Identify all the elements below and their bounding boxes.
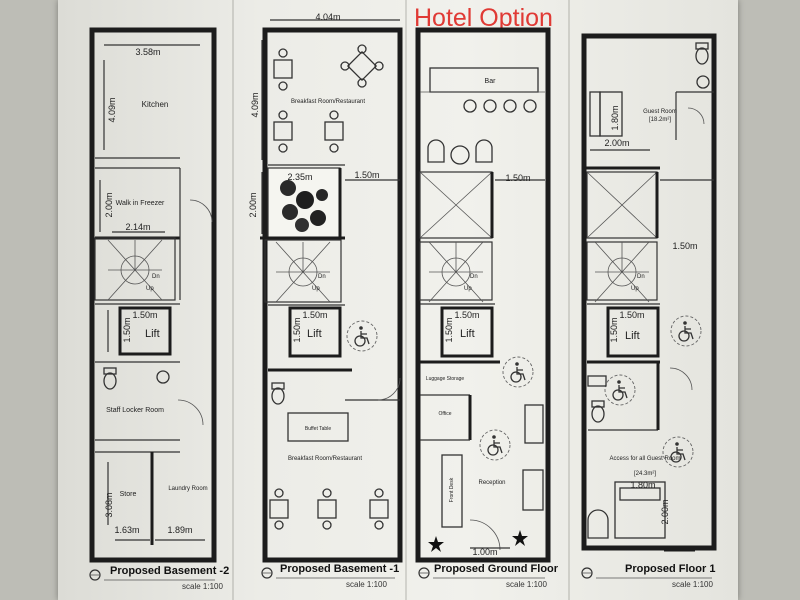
dim-label: 1.50m: [672, 241, 697, 251]
room-label: Kitchen: [142, 100, 169, 109]
dim-label: 1.00m: [472, 547, 497, 557]
stair-label: Dn: [637, 274, 645, 280]
dim-label: 4.09m: [250, 92, 260, 117]
dim-label: 4.04m: [315, 12, 340, 22]
plan-scale: scale 1:100: [672, 580, 713, 589]
plan-title: Hotel Option: [414, 4, 553, 32]
stair-label: Up: [312, 286, 320, 292]
plan-caption: Proposed Floor 1: [625, 563, 716, 575]
dim-label: 1.50m: [619, 310, 644, 320]
room-label: Lift: [625, 330, 640, 342]
dim-label: 1.50m: [609, 317, 619, 342]
plan-scale: scale 1:100: [182, 582, 223, 591]
plan-basement-2: [89, 27, 217, 563]
paper-fold: [405, 0, 407, 600]
room-label: Front Desk: [449, 477, 455, 502]
dim-label: 1.50m: [292, 317, 302, 342]
plan-scale: scale 1:100: [506, 580, 547, 589]
plan-scale: scale 1:100: [346, 580, 387, 589]
dim-label: 2.35m: [287, 172, 312, 182]
room-label: Buffet Table: [305, 426, 331, 432]
room-label: Walk in Freezer: [116, 200, 165, 207]
dim-label: 1.63m: [114, 525, 139, 535]
dim-label: 1.50m: [505, 173, 530, 183]
paper-fold: [568, 0, 570, 600]
dim-label: 2.00m: [660, 499, 670, 524]
room-label: Breakfast Room/Restaurant: [291, 99, 365, 105]
dim-label: 2.00m: [248, 192, 258, 217]
stair-label: Dn: [470, 274, 478, 280]
room-label: Lift: [307, 328, 322, 340]
dim-label: 4.09m: [107, 97, 117, 122]
room-label: Store: [120, 491, 137, 498]
plan-ground-floor: [415, 27, 551, 563]
room-label: Luggage Storage: [426, 376, 465, 382]
dim-label: 1.50m: [132, 310, 157, 320]
dim-label: 2.00m: [104, 192, 114, 217]
dim-label: 3.58m: [135, 47, 160, 57]
section-marker-icon: [89, 567, 712, 581]
dim-label: 2.00m: [604, 138, 629, 148]
plan-caption: Proposed Basement -1: [280, 563, 400, 575]
room-label: Bar: [485, 78, 497, 85]
dim-label: 2.14m: [125, 222, 150, 232]
plan-basement-1: [260, 19, 403, 563]
stair-label: Up: [631, 286, 639, 292]
plan-floor-1: [581, 33, 717, 552]
room-label: Lift: [145, 328, 160, 340]
dim-label: 1.50m: [122, 317, 132, 342]
plant-icon: [280, 180, 328, 232]
room-label: Breakfast Room/Restaurant: [288, 456, 362, 462]
room-label: Reception: [478, 480, 505, 486]
dim-label: 3.08m: [104, 492, 114, 517]
dim-label: 1.50m: [354, 170, 379, 180]
room-label: Guest Room: [643, 109, 677, 115]
stair-label: Dn: [152, 274, 160, 280]
dim-label: 1.50m: [302, 310, 327, 320]
stair-label: Up: [464, 286, 472, 292]
plan-caption: Proposed Basement -2: [110, 565, 230, 577]
room-label: Lift: [460, 328, 475, 340]
dim-label: 1.50m: [454, 310, 479, 320]
table-group: [269, 44, 389, 530]
paper-fold: [232, 0, 234, 600]
area-label: [24.3m²]: [634, 471, 656, 477]
dim-label: 1.80m: [610, 105, 620, 130]
area-label: [18.2m²]: [649, 117, 671, 123]
stair-label: Dn: [318, 274, 326, 280]
room-label: Office: [439, 411, 452, 417]
room-label: Staff Locker Room: [106, 407, 164, 414]
room-label: Laundry Room: [168, 486, 207, 492]
stair-label: Up: [146, 286, 154, 292]
plan-caption: Proposed Ground Floor: [434, 563, 559, 575]
dim-label: 1.50m: [444, 317, 454, 342]
dim-label: 1.80m: [630, 480, 655, 490]
room-label: Access for all Guest Room: [609, 456, 680, 462]
dim-label: 1.89m: [167, 525, 192, 535]
